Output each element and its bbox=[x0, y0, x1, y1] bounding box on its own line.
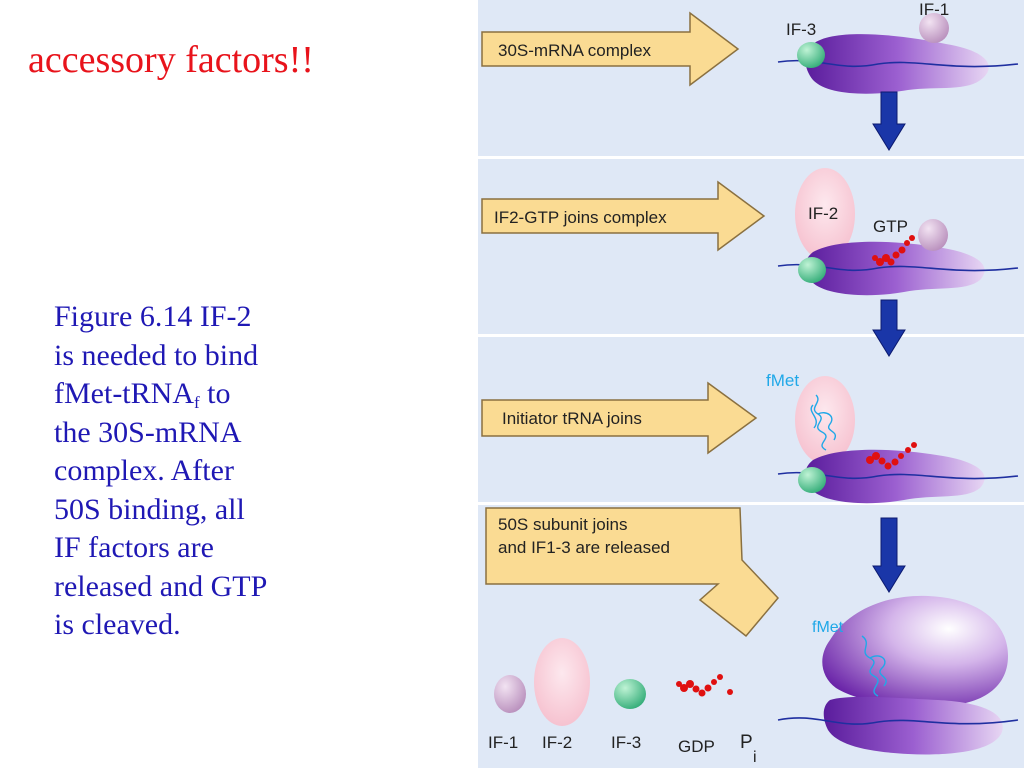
caption-line-2: is needed to bind bbox=[54, 338, 259, 372]
ribosome-30s-step-1 bbox=[805, 34, 989, 94]
if3-molecule-2 bbox=[798, 257, 826, 283]
step-label-1: 30S-mRNA complex bbox=[498, 41, 652, 60]
legend-if1-shape bbox=[494, 675, 526, 713]
if3-label-1: IF-3 bbox=[786, 20, 816, 39]
if1-molecule-1 bbox=[919, 13, 949, 43]
fmet-label-3: fMet bbox=[766, 371, 799, 390]
caption-line-7: IF factors are bbox=[54, 531, 214, 564]
gtp-molecule-3 bbox=[866, 442, 917, 470]
step-label-3: Initiator tRNA joins bbox=[502, 409, 642, 428]
legend-if3-shape bbox=[614, 679, 646, 709]
caption-line-6: 50S binding, all bbox=[54, 492, 245, 526]
down-arrow-2 bbox=[872, 299, 906, 357]
legend-if2-label: IF-2 bbox=[542, 733, 572, 752]
initiation-figure: 30S-mRNA complex IF-3 IF-1 IF2-GTP joins… bbox=[478, 0, 1024, 768]
fmet-label-4: fMet bbox=[812, 619, 844, 636]
slide-title: accessory factors!! bbox=[28, 39, 314, 81]
gtp-label-2: GTP bbox=[873, 217, 908, 236]
if3-molecule-1 bbox=[797, 42, 825, 68]
if2-molecule-2 bbox=[795, 168, 855, 260]
gtp-molecule-2 bbox=[872, 235, 915, 266]
if2-molecule-3 bbox=[795, 376, 855, 464]
mrna-strand-4 bbox=[777, 717, 1019, 725]
legend-if2-shape bbox=[534, 638, 590, 726]
step-label-4a: 50S subunit joins bbox=[498, 515, 627, 534]
caption-to-text: to bbox=[199, 377, 231, 410]
trna-molecule-4 bbox=[861, 635, 887, 697]
caption-line-8: released and GTP bbox=[54, 569, 268, 603]
caption-line-5: complex. After bbox=[54, 454, 234, 487]
legend-if1-label: IF-1 bbox=[488, 733, 518, 752]
step-arrow-2 bbox=[481, 180, 766, 252]
step-label-2: IF2-GTP joins complex bbox=[494, 208, 667, 227]
trna-molecule-3 bbox=[810, 394, 837, 451]
legend-pi-label: P bbox=[740, 732, 753, 753]
caption-line-3: fMet-tRNAf to bbox=[54, 375, 354, 414]
caption-line-4: the 30S-mRNA bbox=[54, 415, 242, 449]
caption-line-1: Figure 6.14 IF-2 bbox=[54, 300, 252, 333]
down-arrow-3 bbox=[872, 517, 906, 593]
ribosome-30s-step-3 bbox=[805, 449, 985, 504]
legend-if3-label: IF-3 bbox=[611, 733, 641, 752]
down-arrow-1 bbox=[872, 91, 906, 151]
legend-pi-subscript: i bbox=[753, 749, 757, 766]
initiation-diagram: 30S-mRNA complex IF-3 IF-1 IF2-GTP joins… bbox=[478, 0, 1024, 768]
caption-line-9: is cleaved. bbox=[54, 608, 181, 641]
step-arrow-4 bbox=[485, 507, 780, 638]
legend-gdp-shape bbox=[676, 674, 723, 697]
step-arrow-1 bbox=[481, 11, 740, 87]
legend-pi-shape bbox=[727, 689, 733, 695]
caption-trna-text: fMet-tRNA bbox=[54, 377, 194, 410]
if1-molecule-2 bbox=[918, 219, 948, 251]
legend-gdp-label: GDP bbox=[678, 737, 715, 756]
ribosome-70s bbox=[822, 595, 1008, 755]
if2-label-2: IF-2 bbox=[808, 204, 838, 223]
ribosome-30s-step-2 bbox=[805, 241, 985, 296]
step-label-4b: and IF1-3 are released bbox=[498, 538, 670, 557]
if1-label-1: IF-1 bbox=[919, 0, 949, 19]
step-arrow-3 bbox=[481, 381, 758, 455]
figure-caption: Figure 6.14 IF-2 is needed to bind fMet-… bbox=[54, 298, 354, 645]
caption-trna-subscript: f bbox=[193, 393, 200, 412]
if3-molecule-3 bbox=[798, 467, 826, 493]
